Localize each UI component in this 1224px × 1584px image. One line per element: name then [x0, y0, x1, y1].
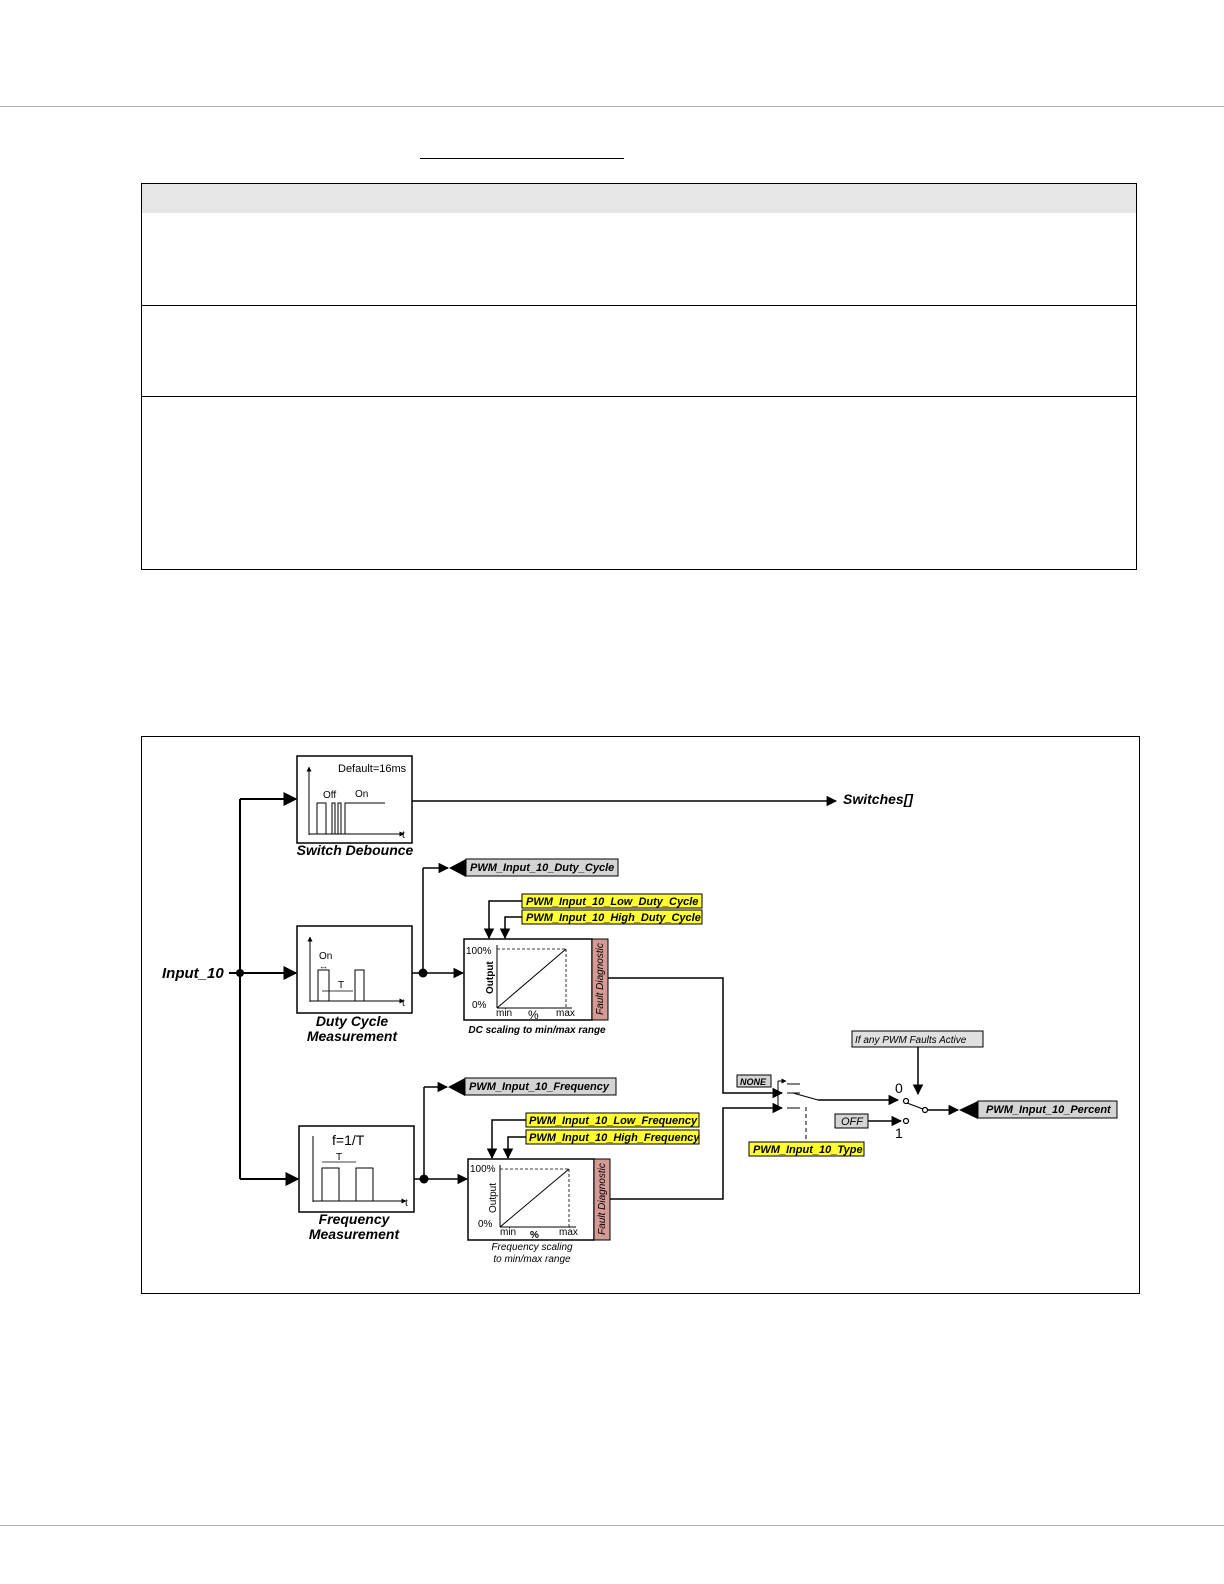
duty-low-tag: PWM_Input_10_Low_Duty_Cycle [521, 893, 703, 909]
percent-output-tag: PWM_Input_10_Percent [959, 1100, 1118, 1119]
svg-text:PWM_Input_10_High_Duty_Cycle: PWM_Input_10_High_Duty_Cycle [526, 912, 701, 924]
svg-text:If any PWM Faults Active: If any PWM Faults Active [855, 1035, 967, 1046]
switch-debounce-caption: Switch Debounce [297, 842, 414, 858]
debounce-off-label: Off [323, 790, 336, 801]
frequency-scale-y-bottom: 0% [478, 1219, 493, 1230]
debounce-default-label: Default=16ms [338, 763, 407, 775]
input-label: Input_10 [162, 965, 224, 982]
frequency-scaling-caption-line1: Frequency scaling [491, 1242, 573, 1253]
frequency-scale-x-mid: % [530, 1230, 539, 1241]
frequency-fault-diagnostic-label: Fault Diagnostic [597, 1163, 608, 1235]
frequency-low-tag: PWM_Input_10_Low_Frequency [525, 1112, 700, 1128]
svg-text:PWM_Input_10_Type: PWM_Input_10_Type [753, 1144, 863, 1156]
duty-scale-y-bottom: 0% [472, 1000, 487, 1011]
duty-on-arrow: ↔ [319, 961, 328, 971]
svg-text:PWM_Input_10_Low_Frequency: PWM_Input_10_Low_Frequency [529, 1115, 698, 1127]
frequency-formula: f=1/T [332, 1132, 365, 1148]
parameter-table [141, 183, 1137, 570]
table-row-divider [142, 396, 1136, 397]
block-diagram-frame [141, 736, 1140, 1294]
frequency-scale-x-max: max [559, 1227, 578, 1238]
duty-t-label: t [402, 998, 405, 1009]
svg-text:PWM_Input_10_Frequency: PWM_Input_10_Frequency [469, 1081, 610, 1093]
type-tag: PWM_Input_10_Type [748, 1141, 865, 1157]
fault-switch: 0 1 [895, 1080, 960, 1141]
frequency-block: f=1/T T t [298, 1125, 415, 1213]
duty-scaling-caption: DC scaling to min/max range [468, 1025, 606, 1036]
fault-condition-tag: If any PWM Faults Active [851, 1030, 984, 1048]
duty-cycle-block: On ↔ T t [296, 925, 413, 1014]
svg-text:OFF: OFF [841, 1116, 864, 1128]
svg-text:NONE: NONE [740, 1077, 767, 1087]
debounce-t-label: t [402, 830, 405, 841]
duty-cycle-caption-line2: Measurement [307, 1028, 399, 1044]
duty-fault-diagnostic-bar [591, 938, 609, 1021]
frequency-scaling-block: 100% 0% Output min % max Fault Diagnosti… [467, 1158, 611, 1241]
duty-cycle-caption-line1: Duty Cycle [316, 1013, 389, 1029]
frequency-t-label: t [405, 1198, 408, 1209]
debounce-on-label: On [355, 789, 368, 800]
frequency-period-label: T [336, 1152, 342, 1163]
fault-switch-pos0: 0 [895, 1080, 903, 1096]
svg-text:PWM_Input_10_High_Frequency: PWM_Input_10_High_Frequency [529, 1132, 700, 1144]
frequency-scaling-caption-line2: to min/max range [493, 1254, 571, 1265]
duty-period-label: T [338, 980, 344, 991]
frequency-caption-line2: Measurement [309, 1226, 401, 1242]
fault-switch-pos1: 1 [895, 1125, 903, 1141]
frequency-output-tag: PWM_Input_10_Frequency [448, 1077, 617, 1096]
switches-output-label: Switches[] [843, 791, 914, 807]
frequency-scale-y-top: 100% [470, 1164, 496, 1175]
svg-text:PWM_Input_10_Duty_Cycle: PWM_Input_10_Duty_Cycle [470, 862, 614, 874]
off-tag: OFF [834, 1113, 869, 1129]
duty-scale-x-max: max [556, 1008, 575, 1019]
frequency-high-tag: PWM_Input_10_High_Frequency [525, 1129, 700, 1145]
duty-cycle-output-tag: PWM_Input_10_Duty_Cycle [449, 858, 619, 877]
duty-fault-diagnostic-label: Fault Diagnostic [595, 943, 606, 1015]
table-row-divider [142, 305, 1136, 306]
footer-rule [0, 1525, 1224, 1526]
frequency-scale-x-min: min [500, 1227, 516, 1238]
type-selector-switch [787, 1083, 900, 1109]
svg-text:PWM_Input_10_Low_Duty_Cycle: PWM_Input_10_Low_Duty_Cycle [526, 896, 698, 908]
duty-scale-y-top: 100% [466, 946, 492, 957]
frequency-caption-line1: Frequency [319, 1211, 391, 1227]
svg-text:PWM_Input_10_Percent: PWM_Input_10_Percent [986, 1104, 1112, 1116]
duty-scale-x-min: min [496, 1008, 512, 1019]
duty-high-tag: PWM_Input_10_High_Duty_Cycle [521, 909, 703, 925]
frequency-scale-y-label: Output [488, 1183, 499, 1213]
duty-scale-x-mid: % [528, 1008, 539, 1022]
duty-scale-y-label: Output [485, 961, 496, 994]
switch-debounce-block: Default=16ms Off On t [296, 755, 413, 844]
section-title-underline [420, 158, 624, 159]
duty-on-label: On [319, 951, 332, 962]
duty-scaling-block: 100% 0% Output min % max Fault Diagnosti… [463, 938, 609, 1022]
header-rule [0, 106, 1224, 107]
table-header-row [142, 184, 1136, 213]
none-tag: NONE [736, 1074, 772, 1088]
